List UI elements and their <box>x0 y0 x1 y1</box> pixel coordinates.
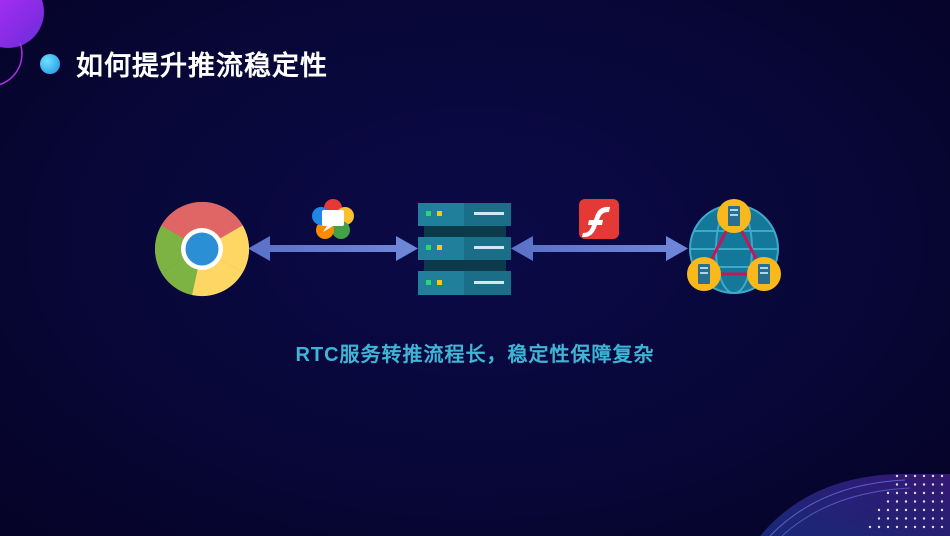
webrtc-icon <box>312 199 354 239</box>
slide-title-row: 如何提升推流稳定性 <box>40 44 328 83</box>
bullet-dot-icon <box>40 53 60 74</box>
global-network-icon <box>687 199 781 294</box>
bidirectional-arrow-server-network <box>511 236 688 261</box>
bidirectional-arrow-browser-server <box>248 236 418 261</box>
chrome-icon <box>155 202 249 297</box>
corner-decoration-bottom-right <box>760 474 950 536</box>
flash-icon <box>579 199 619 239</box>
slide-title: 如何提升推流稳定性 <box>76 51 328 81</box>
corner-decoration-top-left <box>0 0 44 86</box>
diagram-caption: RTC服务转推流程长，稳定性保障复杂 <box>295 344 655 366</box>
server-rack-icon <box>418 203 511 295</box>
